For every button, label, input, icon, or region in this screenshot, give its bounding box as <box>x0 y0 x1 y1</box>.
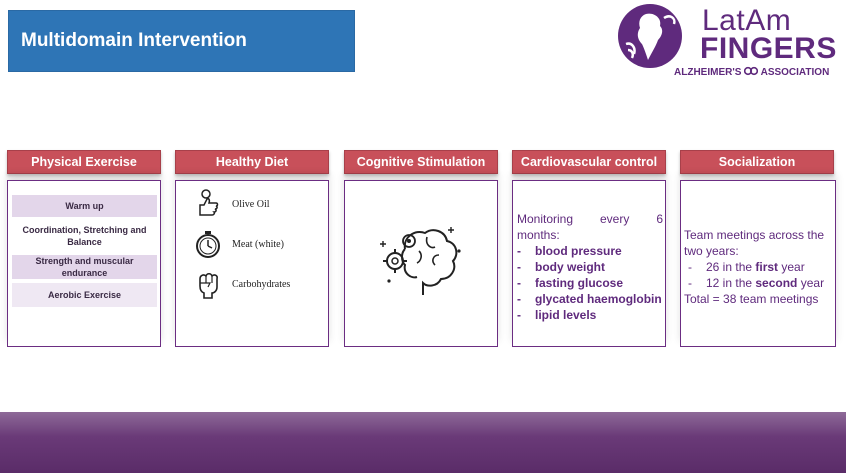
thumbs-up-icon <box>194 189 222 219</box>
social-first-year: 26 in the first year <box>684 259 834 275</box>
globe-hand-icon <box>618 4 682 68</box>
social-line-2: two years: <box>684 244 739 258</box>
brain-gears-icon <box>379 221 463 297</box>
alz-left-text: ALZHEIMER'S <box>674 67 742 78</box>
list-item: fasting glucose <box>517 275 663 291</box>
fist-icon <box>194 269 222 299</box>
list-item: Carbohydrates <box>194 269 290 299</box>
alz-right-text: ASSOCIATION <box>760 67 830 78</box>
social-text-bold: first <box>755 260 779 274</box>
slide-title: Multidomain Intervention <box>21 30 247 51</box>
healthy-diet-box: Olive Oil Meat (white) Carbohydrates <box>175 180 329 347</box>
footer-band <box>0 412 846 473</box>
list-item: Warm up <box>12 195 157 217</box>
physical-exercise-box: Warm up Coordination, Stretching and Bal… <box>7 180 161 347</box>
diet-label: Olive Oil <box>232 198 270 210</box>
cardio-intro-2: months: <box>517 228 560 242</box>
social-line-1: Team meetings across the <box>684 228 825 242</box>
cardiovascular-control-box: Monitoring every 6 months: blood pressur… <box>512 180 666 347</box>
logo-latam-text: LatAm <box>702 4 792 37</box>
list-item: Strength and muscular endurance <box>12 255 157 279</box>
list-item: Olive Oil <box>194 189 270 219</box>
cognitive-stimulation-box <box>344 180 498 347</box>
diet-label: Meat (white) <box>232 238 284 250</box>
list-item: Aerobic Exercise <box>12 283 157 307</box>
social-total: Total = 38 team meetings <box>684 292 819 306</box>
purple-knot-icon <box>744 66 759 76</box>
cardio-text: Monitoring every 6 months: blood pressur… <box>517 211 663 323</box>
cognitive-stimulation-header: Cognitive Stimulation <box>344 150 498 174</box>
slide-title-box: Multidomain Intervention <box>8 10 355 72</box>
social-second-year: 12 in the second year <box>684 275 834 291</box>
physical-exercise-header: Physical Exercise <box>7 150 161 174</box>
social-text-part: year <box>778 260 805 274</box>
socialization-header: Socialization <box>680 150 834 174</box>
alzheimers-association-label: ALZHEIMER'S ASSOCIATION <box>674 66 829 78</box>
diet-label: Carbohydrates <box>232 278 291 290</box>
socialization-box: Team meetings across the two years: 26 i… <box>680 180 836 347</box>
logo-fingers-text: FINGERS <box>700 32 837 65</box>
social-text-part: year <box>797 276 825 290</box>
cardiovascular-control-header: Cardiovascular control <box>512 150 666 174</box>
list-item: body weight <box>517 259 663 275</box>
cardio-list: blood pressure body weight fasting gluco… <box>517 243 663 323</box>
cardio-intro-1: Monitoring every 6 <box>517 212 663 226</box>
healthy-diet-header: Healthy Diet <box>175 150 329 174</box>
list-item: Meat (white) <box>194 229 284 259</box>
social-text-part: 12 in the <box>706 276 756 290</box>
stopwatch-icon <box>194 229 222 259</box>
list-item: blood pressure <box>517 243 663 259</box>
social-text-part: 26 in the <box>706 260 756 274</box>
socialization-text: Team meetings across the two years: 26 i… <box>684 227 834 307</box>
latam-fingers-logo: LatAm FINGERS ALZHEIMER'S ASSOCIATION <box>616 2 838 80</box>
list-item: lipid levels <box>517 307 663 323</box>
list-item: glycated haemoglobin <box>517 291 663 307</box>
social-text-bold: second <box>755 276 798 290</box>
list-item: Coordination, Stretching and Balance <box>12 221 157 251</box>
